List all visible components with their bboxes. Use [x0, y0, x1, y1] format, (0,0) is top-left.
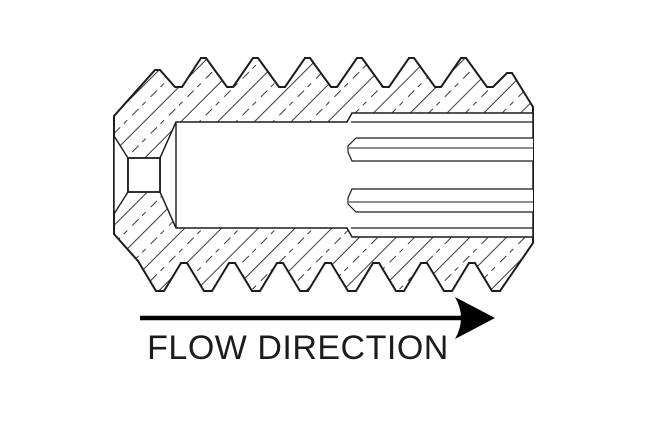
- main-bore: [159, 112, 534, 238]
- flow-arrow-head: [455, 297, 495, 339]
- liner-tube-upper: [347, 137, 533, 162]
- flow-direction-arrow: [140, 297, 495, 339]
- orifice-square: [127, 157, 161, 193]
- liner-tube-lower: [347, 188, 533, 213]
- flow-direction-label: FLOW DIRECTION: [147, 329, 449, 367]
